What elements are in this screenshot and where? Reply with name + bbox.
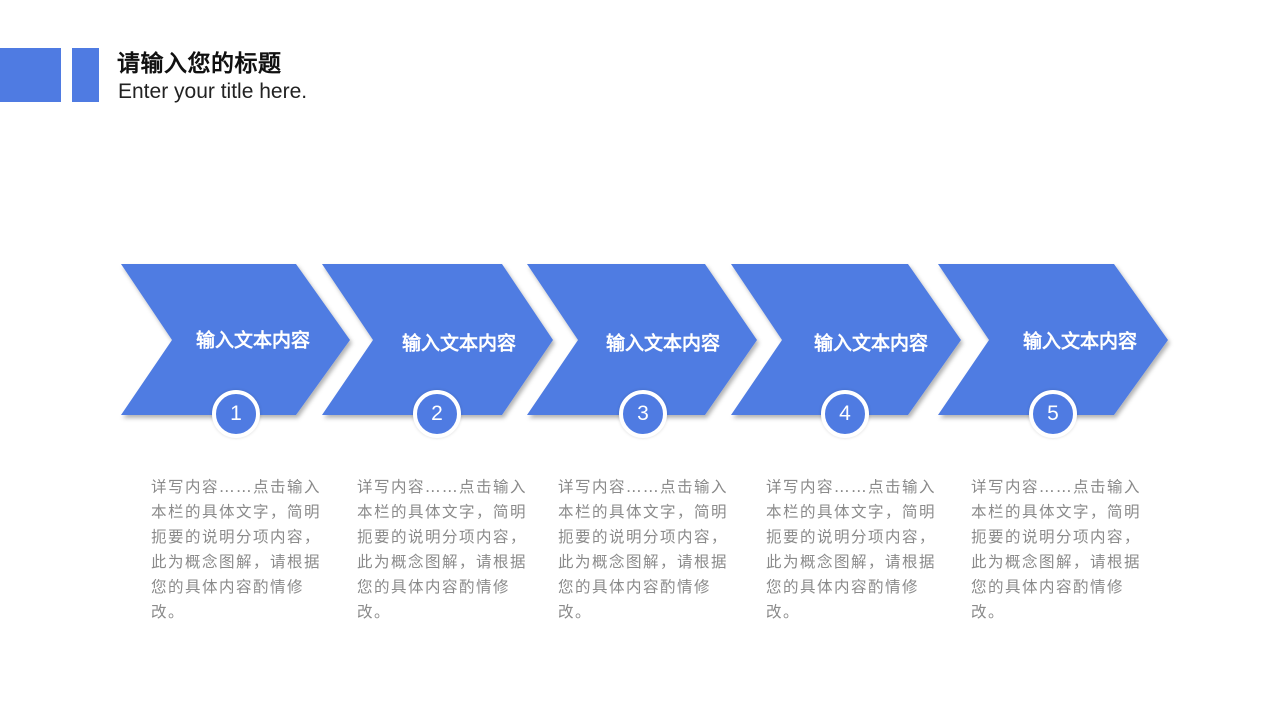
step-4-number-badge: 4 [821, 390, 869, 438]
chevron-5[interactable] [938, 264, 1168, 415]
step-3-number-badge: 3 [619, 390, 667, 438]
step-4-label: 输入文本内容 [813, 332, 929, 355]
step-2-number-badge: 2 [413, 390, 461, 438]
title-decoration-block-narrow [72, 48, 99, 102]
step-5-description: 详写内容……点击输入本栏的具体文字，简明扼要的说明分项内容，此为概念图解，请根据… [971, 478, 1142, 621]
step-5-label: 输入文本内容 [1022, 330, 1138, 353]
step-5-number-badge: 5 [1029, 390, 1077, 438]
chevron-3[interactable] [527, 264, 757, 415]
step-3-label: 输入文本内容 [605, 332, 721, 355]
step-1-number-badge: 1 [212, 390, 260, 438]
chevron-4[interactable] [731, 264, 961, 415]
chevron-1[interactable] [121, 264, 350, 415]
step-2-label: 输入文本内容 [401, 332, 517, 355]
step-2-description: 详写内容……点击输入本栏的具体文字，简明扼要的说明分项内容，此为概念图解，请根据… [357, 478, 528, 621]
step-3-description: 详写内容……点击输入本栏的具体文字，简明扼要的说明分项内容，此为概念图解，请根据… [558, 478, 729, 621]
page-subtitle: Enter your title here. [118, 80, 308, 103]
step-1-description: 详写内容……点击输入本栏的具体文字，简明扼要的说明分项内容，此为概念图解，请根据… [151, 478, 322, 621]
title-decoration-block-wide [0, 48, 61, 102]
step-1-label: 输入文本内容 [195, 329, 311, 352]
step-4-description: 详写内容……点击输入本栏的具体文字，简明扼要的说明分项内容，此为概念图解，请根据… [766, 478, 937, 621]
chevron-2[interactable] [322, 264, 553, 415]
page-title: 请输入您的标题 [117, 51, 282, 77]
